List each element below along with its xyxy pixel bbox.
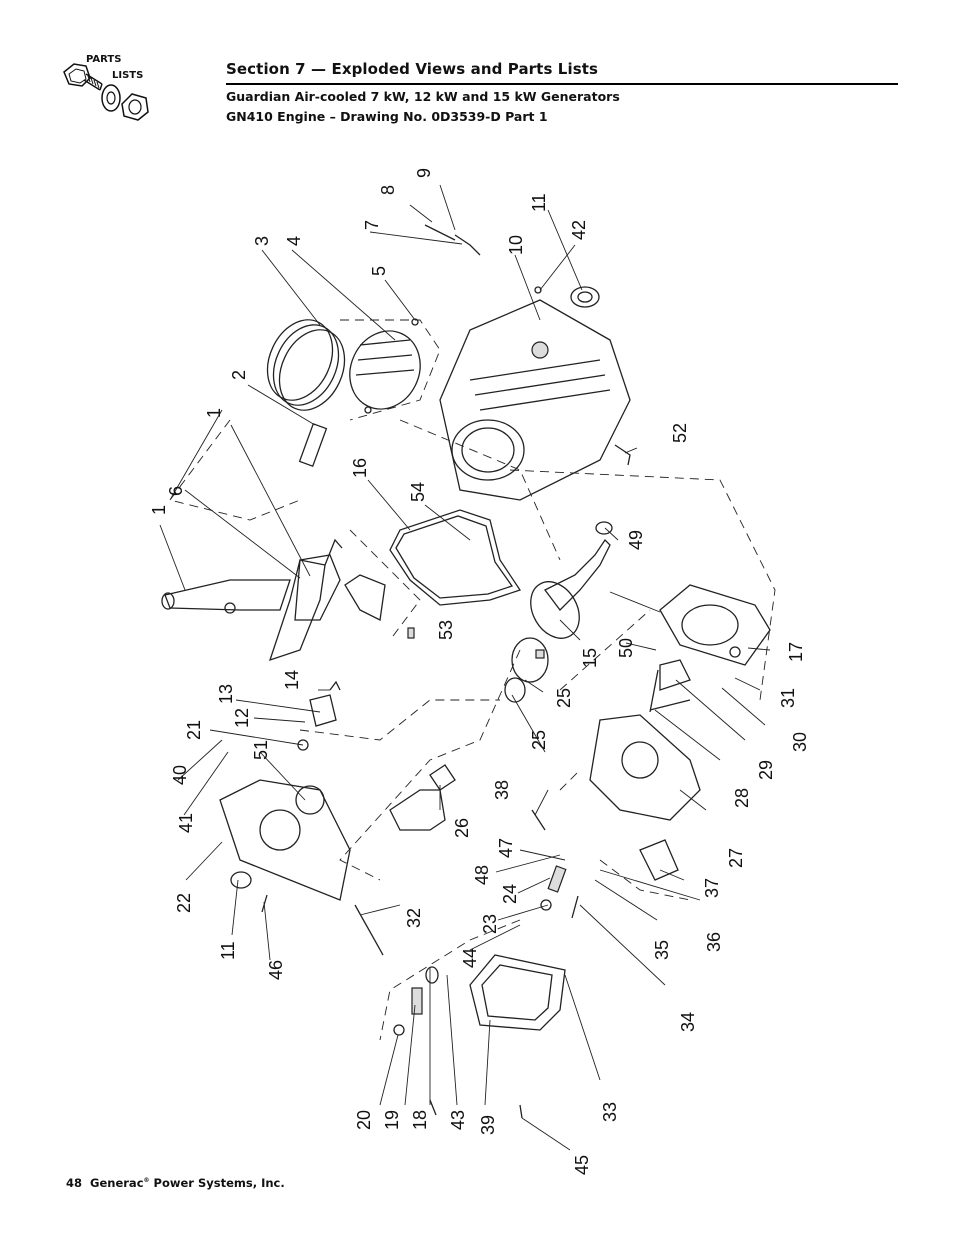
callout-number: 31 <box>778 688 798 708</box>
oil-pan <box>469 954 566 1031</box>
parts-lists-logo: PARTS LISTS <box>60 54 160 132</box>
callout-number: 37 <box>702 878 722 898</box>
callout-number: 15 <box>580 648 600 668</box>
callout-number: 8 <box>378 185 398 195</box>
page-number: 48 <box>66 1176 83 1190</box>
callout-number: 41 <box>176 813 196 833</box>
company-name: Generac <box>90 1176 144 1190</box>
callout-number: 46 <box>266 960 286 980</box>
callout-number: 22 <box>174 893 194 913</box>
gasket <box>389 509 522 606</box>
callout-number: 21 <box>184 720 204 740</box>
subtitle-line-1: Guardian Air-cooled 7 kW, 12 kW and 15 k… <box>226 89 620 104</box>
cylinder-head <box>589 659 701 821</box>
callout-number: 49 <box>626 530 646 550</box>
callout-number: 19 <box>382 1110 402 1130</box>
callout-numbers: 1 1 2 3 4 5 6 7 8 9 10 11 11 12 13 14 15… <box>149 168 810 1175</box>
subtitle-line-2: GN410 Engine – Drawing No. 0D3539-D Part… <box>226 109 548 124</box>
cylinder-block <box>439 286 631 501</box>
callout-number: 27 <box>726 848 746 868</box>
callout-number: 36 <box>704 932 724 952</box>
callout-number: 35 <box>652 940 672 960</box>
registered-mark: ® <box>143 1177 150 1185</box>
rod-cap <box>344 574 415 639</box>
connecting-rod <box>161 579 291 614</box>
callout-number: 51 <box>251 740 271 760</box>
section-title: Section 7 — Exploded Views and Parts Lis… <box>226 60 898 85</box>
callout-number: 33 <box>600 1102 620 1122</box>
callout-number: 44 <box>460 948 480 968</box>
callout-number: 54 <box>408 482 428 502</box>
callout-number: 26 <box>452 818 472 838</box>
callout-number: 29 <box>756 760 776 780</box>
bolt-washer-nut-icon <box>63 63 149 121</box>
callout-number: 4 <box>284 236 304 246</box>
oil-pump-rotors <box>504 637 549 703</box>
callout-number: 24 <box>500 884 520 904</box>
callout-number: 1 <box>204 408 224 418</box>
crankcase-cover <box>219 779 351 901</box>
callout-number: 12 <box>232 708 252 728</box>
callout-number: 11 <box>529 193 549 212</box>
callout-number: 52 <box>670 423 690 443</box>
callout-number: 5 <box>369 266 389 276</box>
leader-lines <box>159 184 771 1151</box>
pushrod-hardware <box>261 224 679 1119</box>
callout-number: 11 <box>218 941 238 960</box>
callout-number: 1 <box>149 505 169 515</box>
callout-number: 50 <box>616 638 636 658</box>
callout-number: 42 <box>569 220 589 240</box>
callout-number: 38 <box>492 780 512 800</box>
callout-number: 45 <box>572 1155 592 1175</box>
callout-number: 47 <box>496 838 516 858</box>
callout-number: 39 <box>478 1115 498 1135</box>
callout-number: 28 <box>732 788 752 808</box>
callout-number: 7 <box>362 220 382 230</box>
logo-line-2: LISTS <box>112 70 144 81</box>
callout-number: 32 <box>404 908 424 928</box>
head-gasket <box>659 584 771 666</box>
callout-number: 20 <box>354 1110 374 1130</box>
callout-number: 34 <box>678 1012 698 1032</box>
callout-number: 43 <box>448 1110 468 1130</box>
callout-number: 30 <box>790 732 810 752</box>
callout-number: 25 <box>554 688 574 708</box>
camshaft <box>530 521 613 639</box>
oil-pressure-relief <box>393 966 439 1036</box>
callout-number: 9 <box>414 168 434 178</box>
callout-number: 18 <box>410 1110 430 1130</box>
callout-number: 2 <box>229 370 249 380</box>
callout-number: 13 <box>216 684 236 704</box>
callout-number: 23 <box>480 914 500 934</box>
piston-rings <box>266 319 346 411</box>
callout-number: 3 <box>252 236 272 246</box>
page-footer: 48 Generac® Power Systems, Inc. <box>66 1176 285 1190</box>
callout-number: 40 <box>170 765 190 785</box>
governor-gear <box>297 680 341 751</box>
callout-number: 53 <box>436 620 456 640</box>
crankshaft <box>268 538 343 662</box>
page-header: Section 7 — Exploded Views and Parts Lis… <box>226 60 898 125</box>
logo-line-1: PARTS <box>86 54 122 65</box>
callout-number: 48 <box>472 865 492 885</box>
callout-number: 14 <box>282 670 302 690</box>
callout-number: 6 <box>166 486 186 496</box>
callout-number: 16 <box>350 458 370 478</box>
assembly-guides <box>169 319 776 1041</box>
balancer <box>389 764 456 831</box>
callout-number: 17 <box>786 642 806 662</box>
callout-number: 25 <box>529 730 549 750</box>
callout-number: 10 <box>506 235 526 255</box>
company-name-rest: Power Systems, Inc. <box>153 1176 285 1190</box>
wrist-pin <box>298 422 328 468</box>
piston <box>349 318 421 414</box>
